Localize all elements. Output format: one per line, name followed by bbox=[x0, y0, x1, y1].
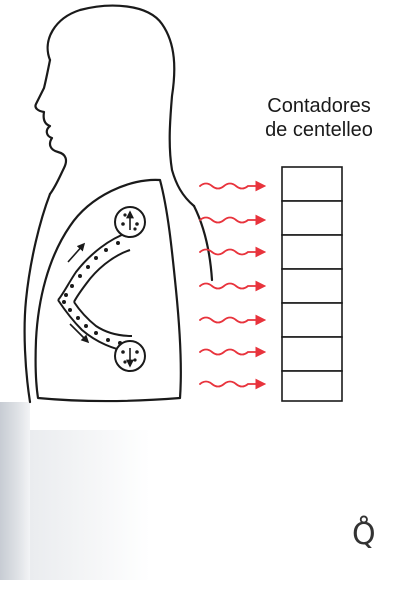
shoulder-outline bbox=[192, 204, 214, 282]
caption-line-1: Contadores bbox=[267, 95, 371, 117]
head-profile-outline bbox=[46, 4, 196, 208]
emission-wave-arrow-icon bbox=[199, 314, 267, 326]
emission-wave-arrow-icon bbox=[199, 246, 267, 258]
vessel-lower-inner bbox=[73, 301, 133, 337]
vessel-upper-outer bbox=[57, 231, 131, 301]
scan-fade bbox=[30, 430, 150, 580]
scintillation-counter-icon bbox=[281, 200, 343, 236]
scintillation-counter-icon bbox=[281, 268, 343, 304]
scintillation-counter-icon bbox=[281, 302, 343, 338]
emission-wave-arrow-icon bbox=[199, 180, 267, 192]
emission-wave-arrow-icon bbox=[199, 346, 267, 358]
emission-wave-arrow-icon bbox=[199, 280, 267, 292]
scintillation-counter-stack bbox=[281, 166, 343, 402]
scintillation-counter-icon bbox=[281, 234, 343, 270]
emission-arrows bbox=[199, 180, 267, 390]
caption-line-2: de centelleo bbox=[265, 119, 373, 141]
flow-arrow-lower-icon bbox=[69, 323, 90, 344]
flow-arrow-upper-icon bbox=[67, 242, 86, 263]
emission-wave-arrow-icon bbox=[199, 214, 267, 226]
counters-caption: Contadores de centelleo bbox=[244, 94, 394, 142]
torso-outline bbox=[23, 192, 52, 404]
scan-shadow bbox=[0, 402, 30, 580]
lung-outline bbox=[34, 178, 182, 403]
face-profile-outline bbox=[34, 58, 68, 196]
corner-mark: Q̊ bbox=[352, 517, 376, 552]
tracer-particles bbox=[62, 241, 122, 345]
vessel-upper-inner bbox=[73, 249, 131, 303]
scintillation-counter-icon bbox=[281, 166, 343, 202]
alveolus-lower bbox=[114, 340, 146, 372]
scintillation-counter-icon bbox=[281, 336, 343, 372]
alveolus-upper bbox=[114, 206, 146, 238]
scintillation-counter-icon bbox=[281, 370, 343, 402]
emission-wave-arrow-icon bbox=[199, 378, 267, 390]
